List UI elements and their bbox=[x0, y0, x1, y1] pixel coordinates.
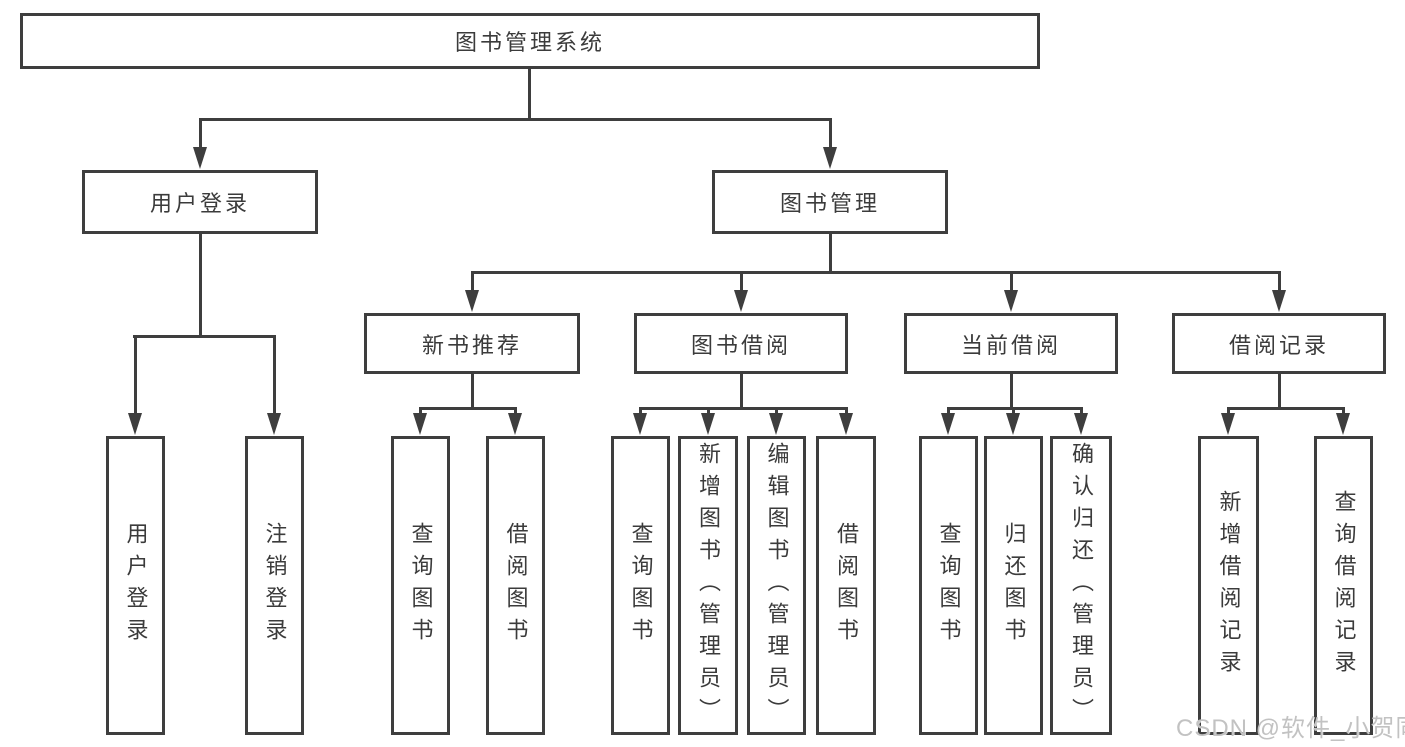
connector-drop-borrow-books-1 bbox=[514, 407, 517, 416]
arrow-to-confirm-return-icon bbox=[1074, 413, 1088, 435]
connector-drop-borrow-records bbox=[1278, 271, 1281, 292]
connector-book-borrow-rail bbox=[639, 407, 847, 410]
leaf-query-borrow-record: 查询借阅记录 bbox=[1314, 436, 1373, 735]
leaf-edit-book-admin: 编辑图书（管理员） bbox=[747, 436, 806, 735]
arrow-to-return-books-icon bbox=[1006, 413, 1020, 435]
leaf-borrow-books-2: 借阅图书 bbox=[816, 436, 876, 735]
leaf-user-login: 用户登录 bbox=[106, 436, 165, 735]
arrow-to-user-login-icon bbox=[193, 147, 207, 169]
arrow-to-leaf-logout-icon bbox=[267, 413, 281, 435]
connector-drop-return-books bbox=[1012, 407, 1015, 416]
connector-drop-add-book bbox=[707, 407, 710, 416]
connector-root-rail bbox=[199, 118, 831, 121]
node-library-system: 图书管理系统 bbox=[20, 13, 1040, 69]
node-user-login: 用户登录 bbox=[82, 170, 318, 234]
connector-borrow-records-stub bbox=[1278, 374, 1281, 410]
leaf-add-borrow-record: 新增借阅记录 bbox=[1198, 436, 1259, 735]
node-borrow-records: 借阅记录 bbox=[1172, 313, 1386, 374]
connector-user-login-stub bbox=[199, 234, 202, 337]
connector-borrow-records-rail bbox=[1227, 407, 1344, 410]
watermark-text: CSDN @软件_小贺同学 bbox=[1176, 715, 1405, 742]
leaf-add-book-admin: 新增图书（管理员） bbox=[678, 436, 738, 735]
arrow-to-borrow-books-2-icon bbox=[839, 413, 853, 435]
leaf-borrow-books-1: 借阅图书 bbox=[486, 436, 545, 735]
leaf-return-books: 归还图书 bbox=[984, 436, 1043, 735]
node-new-book-recommend: 新书推荐 bbox=[364, 313, 580, 374]
arrow-to-book-borrow-icon bbox=[734, 290, 748, 312]
leaf-query-books-3: 查询图书 bbox=[919, 436, 978, 735]
connector-drop-leaf-user-login bbox=[134, 335, 137, 415]
node-book-borrow: 图书借阅 bbox=[634, 313, 848, 374]
arrow-to-borrow-books-1-icon bbox=[508, 413, 522, 435]
connector-book-borrow-stub bbox=[740, 374, 743, 410]
connector-new-book-rail bbox=[419, 407, 517, 410]
arrow-to-book-management-icon bbox=[823, 147, 837, 169]
connector-drop-current-borrow bbox=[1010, 271, 1013, 292]
node-current-borrow: 当前借阅 bbox=[904, 313, 1118, 374]
leaf-query-books-2: 查询图书 bbox=[611, 436, 670, 735]
arrow-to-add-record-icon bbox=[1221, 413, 1235, 435]
connector-new-book-stub bbox=[471, 374, 474, 410]
arrow-to-query-record-icon bbox=[1336, 413, 1350, 435]
connector-drop-query-record bbox=[1342, 407, 1345, 416]
connector-drop-add-record bbox=[1227, 407, 1230, 416]
leaf-logout: 注销登录 bbox=[245, 436, 304, 735]
connector-user-login-rail bbox=[133, 335, 275, 338]
node-book-management: 图书管理 bbox=[712, 170, 948, 234]
connector-drop-query-books-3 bbox=[947, 407, 950, 416]
arrow-to-query-books-1-icon bbox=[413, 413, 427, 435]
connector-drop-edit-book bbox=[775, 407, 778, 416]
connector-drop-leaf-logout bbox=[273, 335, 276, 415]
leaf-query-books-1: 查询图书 bbox=[391, 436, 450, 735]
arrow-to-query-books-2-icon bbox=[633, 413, 647, 435]
connector-root-stub bbox=[528, 68, 531, 119]
connector-current-borrow-stub bbox=[1010, 374, 1013, 410]
arrow-to-current-borrow-icon bbox=[1004, 290, 1018, 312]
connector-drop-book-borrow bbox=[740, 271, 743, 292]
connector-book-management-stub bbox=[829, 234, 832, 274]
arrow-to-add-book-icon bbox=[701, 413, 715, 435]
connector-drop-book-management bbox=[829, 118, 832, 149]
connector-drop-query-books-2 bbox=[639, 407, 642, 416]
arrow-to-new-book-icon bbox=[465, 290, 479, 312]
leaf-confirm-return-admin: 确认归还（管理员） bbox=[1050, 436, 1112, 735]
connector-drop-user-login bbox=[199, 118, 202, 149]
connector-book-management-rail bbox=[471, 271, 1281, 274]
connector-drop-query-books-1 bbox=[419, 407, 422, 416]
arrow-to-query-books-3-icon bbox=[941, 413, 955, 435]
connector-drop-borrow-books-2 bbox=[845, 407, 848, 416]
connector-drop-confirm-return bbox=[1080, 407, 1083, 416]
arrow-to-leaf-user-login-icon bbox=[128, 413, 142, 435]
arrow-to-edit-book-icon bbox=[769, 413, 783, 435]
arrow-to-borrow-records-icon bbox=[1272, 290, 1286, 312]
connector-drop-new-book bbox=[471, 271, 474, 292]
